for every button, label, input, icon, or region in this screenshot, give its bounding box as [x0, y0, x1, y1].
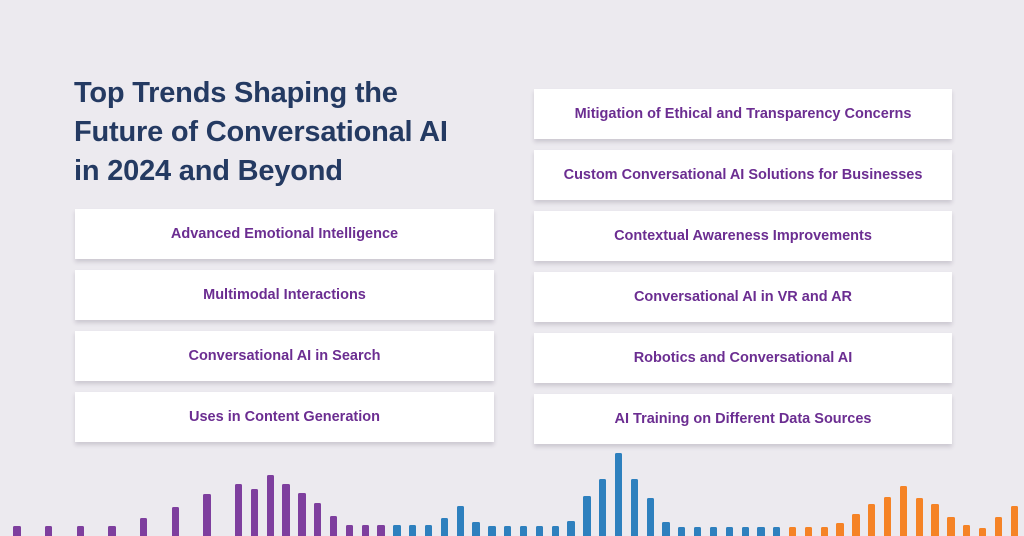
waveform-bar: [978, 528, 987, 536]
trend-card-label: Uses in Content Generation: [189, 409, 380, 425]
waveform-bar: [963, 525, 971, 536]
waveform-bar: [678, 527, 686, 536]
waveform-bar: [345, 525, 354, 536]
right-trend-card-0[interactable]: Mitigation of Ethical and Transparency C…: [534, 89, 952, 139]
trend-card-label: Multimodal Interactions: [203, 287, 366, 303]
trend-card-label: Contextual Awareness Improvements: [614, 228, 872, 244]
waveform-bar: [234, 484, 243, 536]
waveform-bar: [488, 526, 496, 536]
right-trend-column: Mitigation of Ethical and Transparency C…: [534, 89, 952, 455]
waveform-bar: [599, 479, 607, 536]
waveform-bar: [757, 527, 765, 536]
waveform-bar: [662, 522, 670, 536]
waveform-bar: [789, 527, 797, 536]
trend-card-label: Advanced Emotional Intelligence: [170, 226, 399, 242]
waveform-bar: [250, 489, 259, 536]
waveform-bar: [140, 518, 148, 536]
left-trend-card-2[interactable]: Conversational AI in Search: [75, 331, 494, 381]
waveform-bar: [329, 516, 338, 536]
right-trend-card-2[interactable]: Contextual Awareness Improvements: [534, 211, 952, 261]
right-trend-card-4[interactable]: Robotics and Conversational AI: [534, 333, 952, 383]
trend-card-label: Robotics and Conversational AI: [633, 350, 853, 366]
waveform-bar: [504, 526, 512, 536]
waveform-bar: [1010, 506, 1018, 536]
page-title: Top Trends Shaping the Future of Convers…: [74, 77, 448, 188]
waveform-bar: [314, 503, 322, 536]
left-trend-card-1[interactable]: Multimodal Interactions: [75, 270, 494, 320]
waveform-bar: [820, 527, 828, 536]
waveform-bar: [630, 479, 638, 536]
waveform-bar: [377, 525, 385, 536]
waveform-bar: [393, 525, 401, 536]
waveform-bar: [883, 497, 892, 536]
waveform-bar: [282, 484, 290, 536]
waveform-bar: [947, 517, 955, 536]
waveform-bar: [266, 475, 274, 536]
right-trend-card-3[interactable]: Conversational AI in VR and AR: [534, 272, 952, 322]
waveform-bar: [409, 525, 417, 536]
waveform-bar: [773, 527, 781, 536]
waveform-bar: [567, 521, 575, 536]
waveform-bar: [994, 517, 1003, 536]
trend-card-label: Custom Conversational AI Solutions for B…: [563, 167, 923, 183]
waveform-bar: [519, 526, 528, 536]
waveform-bar: [899, 486, 908, 536]
waveform-bar: [931, 504, 939, 536]
waveform-bar: [203, 494, 211, 536]
waveform-bar: [45, 526, 53, 536]
waveform-bar: [472, 522, 480, 536]
trend-card-label: Mitigation of Ethical and Transparency C…: [574, 106, 912, 122]
trend-card-label: Conversational AI in VR and AR: [633, 289, 853, 305]
trend-card-label: AI Training on Different Data Sources: [614, 411, 872, 427]
waveform-bar: [583, 496, 591, 536]
waveform-bar: [725, 527, 733, 536]
waveform-bar: [13, 526, 21, 536]
right-trend-card-5[interactable]: AI Training on Different Data Sources: [534, 394, 952, 444]
waveform-bar: [804, 527, 813, 536]
waveform-bar: [108, 526, 116, 536]
waveform-bar: [614, 453, 623, 536]
waveform-bar: [361, 525, 369, 536]
waveform-bar: [424, 525, 433, 536]
left-trend-card-3[interactable]: Uses in Content Generation: [75, 392, 494, 442]
waveform-bar: [298, 493, 306, 536]
audio-waveform-graphic: [0, 446, 1024, 536]
waveform-bar: [868, 504, 876, 536]
trend-card-label: Conversational AI in Search: [188, 348, 381, 364]
waveform-bar: [551, 526, 559, 536]
waveform-bar: [440, 518, 449, 536]
waveform-bar: [852, 514, 860, 536]
waveform-bar: [915, 498, 923, 536]
waveform-bar: [694, 527, 702, 536]
waveform-bar: [741, 527, 749, 536]
left-trend-card-0[interactable]: Advanced Emotional Intelligence: [75, 209, 494, 259]
waveform-bar: [709, 527, 718, 536]
waveform-bar: [646, 498, 654, 536]
waveform-bar: [535, 526, 544, 536]
waveform-bar: [456, 506, 464, 536]
waveform-bar: [836, 523, 844, 536]
waveform-bar: [171, 507, 179, 536]
right-trend-card-1[interactable]: Custom Conversational AI Solutions for B…: [534, 150, 952, 200]
waveform-bar: [76, 526, 84, 536]
